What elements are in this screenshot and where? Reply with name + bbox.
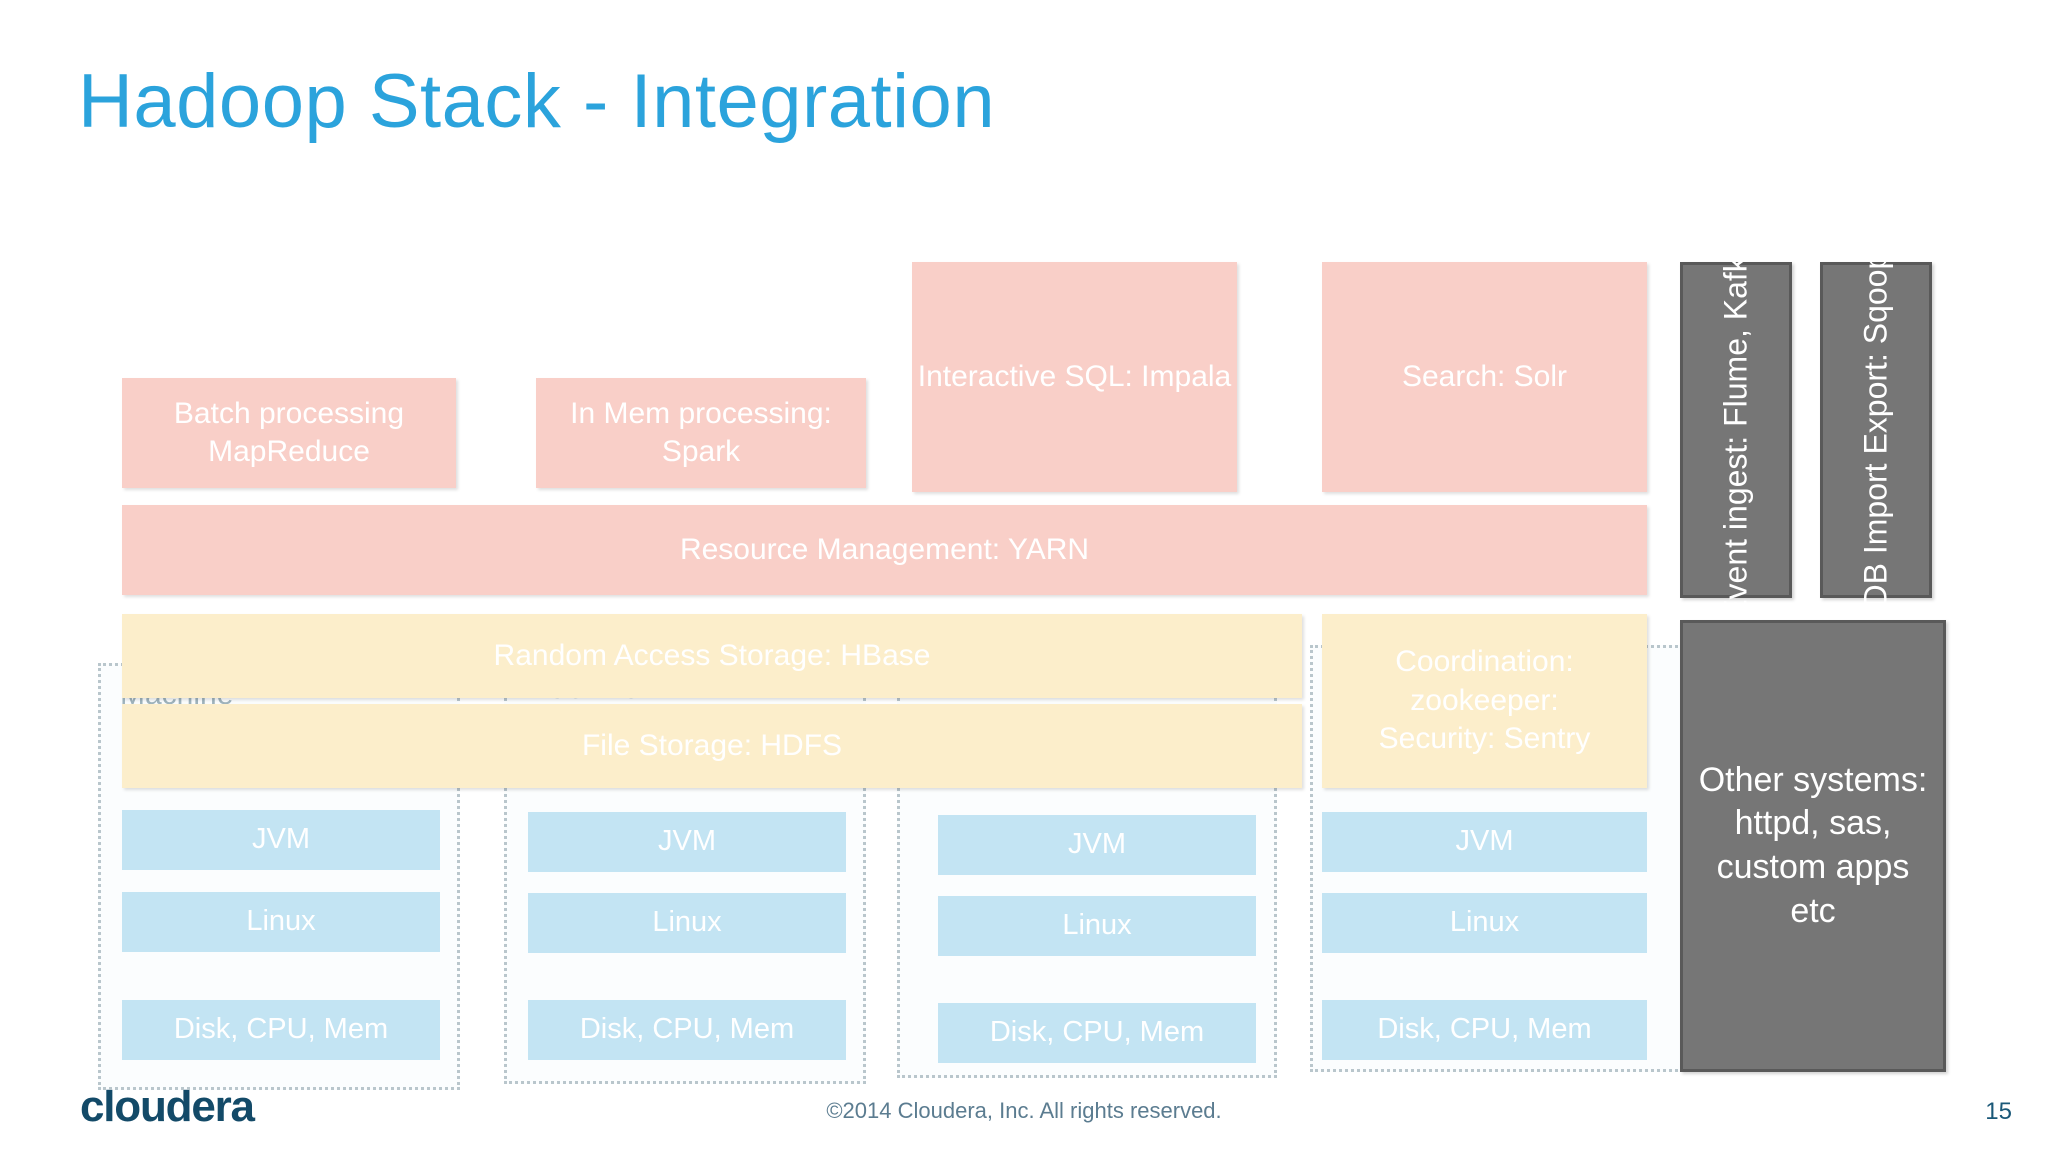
other-systems-line-1: Other systems: — [1698, 760, 1928, 799]
box-coordination-security[interactable]: Coordination: zookeeper: Security: Sentr… — [1322, 614, 1647, 788]
coordination-line-1: Coordination: — [1395, 645, 1574, 679]
box-interactive-sql[interactable]: Interactive SQL: Impala — [912, 262, 1237, 492]
box-linux-4[interactable]: Linux — [1322, 893, 1647, 953]
box-in-mem-processing[interactable]: In Mem processing: Spark — [536, 378, 866, 488]
box-jvm-3[interactable]: JVM — [938, 815, 1256, 875]
box-linux-1[interactable]: Linux — [122, 892, 440, 952]
coordination-line-3: Security: Sentry — [1378, 722, 1591, 756]
box-file-storage-hdfs[interactable]: File Storage: HDFS — [122, 704, 1302, 788]
box-hardware-1[interactable]: Disk, CPU, Mem — [122, 1000, 440, 1060]
box-hardware-2[interactable]: Disk, CPU, Mem — [528, 1000, 846, 1060]
box-hardware-4[interactable]: Disk, CPU, Mem — [1322, 1000, 1647, 1060]
box-event-ingest[interactable]: Event ingest: Flume, Kafka — [1680, 239, 1792, 621]
page-number: 15 — [1985, 1098, 2012, 1125]
box-resource-management-yarn[interactable]: Resource Management: YARN — [122, 505, 1647, 595]
event-ingest-label: Event ingest: Flume, Kafka — [1717, 238, 1754, 622]
other-systems-line-3: custom apps — [1716, 848, 1910, 886]
db-import-export-label: DB Import Export: Sqoop — [1857, 252, 1894, 608]
box-other-systems[interactable]: Other systems: httpd, sas, custom apps e… — [1680, 620, 1946, 1072]
box-search-solr[interactable]: Search: Solr — [1322, 262, 1647, 492]
coordination-line-2: zookeeper: — [1410, 683, 1559, 717]
box-jvm-1[interactable]: JVM — [122, 810, 440, 870]
page-title: Hadoop Stack - Integration — [78, 59, 996, 144]
box-jvm-4[interactable]: JVM — [1322, 812, 1647, 872]
box-linux-3[interactable]: Linux — [938, 896, 1256, 956]
cloudera-logo: cloudera — [80, 1082, 255, 1131]
copyright-notice: ©2014 Cloudera, Inc. All rights reserved… — [826, 1098, 1222, 1123]
box-linux-2[interactable]: Linux — [528, 893, 846, 953]
box-db-import-export[interactable]: DB Import Export: Sqoop — [1820, 252, 1932, 608]
box-hardware-3[interactable]: Disk, CPU, Mem — [938, 1003, 1256, 1063]
other-systems-line-2: httpd, sas, — [1734, 804, 1892, 843]
other-systems-line-4: etc — [1790, 891, 1836, 930]
box-random-access-storage-hbase[interactable]: Random Access Storage: HBase — [122, 614, 1302, 698]
box-jvm-2[interactable]: JVM — [528, 812, 846, 872]
box-batch-processing[interactable]: Batch processing MapReduce — [122, 378, 456, 488]
